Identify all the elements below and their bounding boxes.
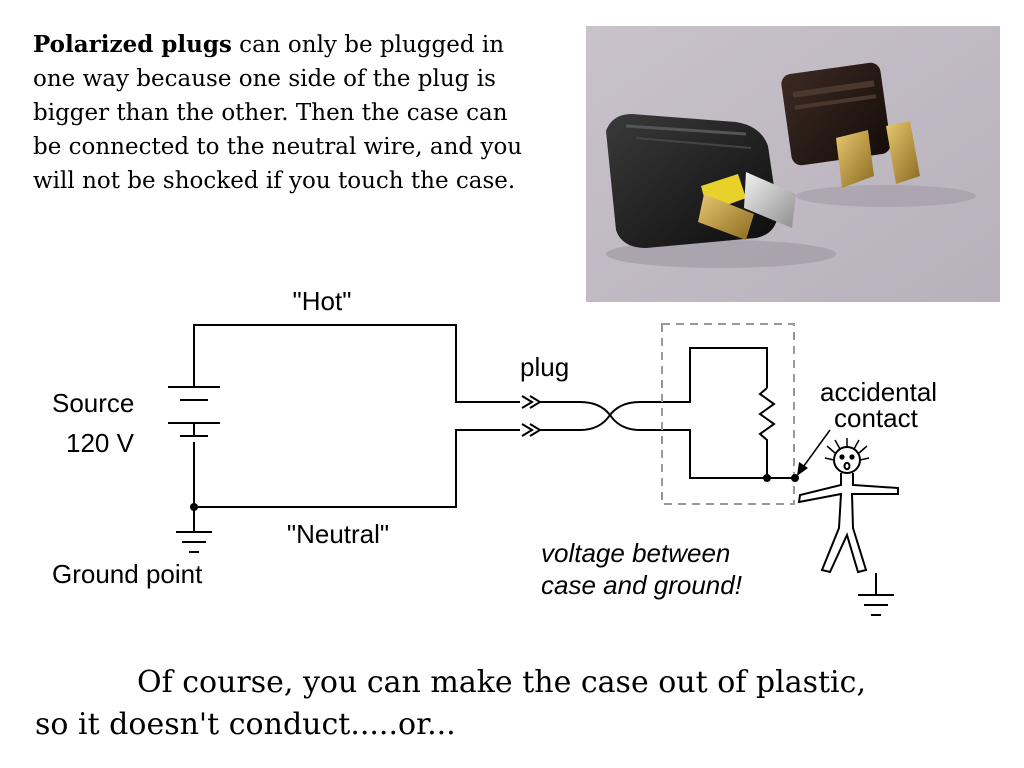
voltage-label: 120 V <box>66 428 135 458</box>
appliance-case <box>661 323 795 505</box>
ground-point-label: Ground point <box>52 559 203 589</box>
front-plug <box>606 114 796 248</box>
polarized-plug-photo <box>586 26 1000 302</box>
circuit-diagram: "Hot" "Neutral" Source 120 V Ground poin… <box>52 286 937 616</box>
person-figure <box>797 438 899 574</box>
warning-line-2: case and ground! <box>541 570 742 600</box>
conclusion-line-2: so it doesn't conduct.....or... <box>35 707 456 742</box>
plug-contact-bottom <box>521 423 534 437</box>
intro-bold-term: Polarized plugs <box>33 31 232 58</box>
source-label: Source <box>52 388 134 418</box>
neutral-label: "Neutral" <box>287 519 389 549</box>
conclusion-line-1: Of course, you can make the case out of … <box>137 665 866 700</box>
hot-wire <box>193 324 520 403</box>
hot-label: "Hot" <box>293 286 352 316</box>
intro-text: can only be plugged in one way because o… <box>33 32 523 194</box>
plug-contact-top <box>521 395 534 409</box>
accidental-label: accidental <box>820 377 937 407</box>
junction-dot <box>763 474 771 482</box>
conclusion-text: Of course, you can make the case out of … <box>35 662 995 746</box>
neutral-wire <box>193 429 520 508</box>
warning-line-1: voltage between <box>541 538 730 568</box>
contact-arrow-head <box>797 462 808 476</box>
contact-label: contact <box>834 403 919 433</box>
intro-paragraph: Polarized plugs can only be plugged in o… <box>33 28 543 198</box>
back-plug <box>781 62 920 188</box>
junction-dot <box>190 503 198 511</box>
ground-symbol-2 <box>858 573 894 616</box>
plug-label: plug <box>520 352 569 382</box>
